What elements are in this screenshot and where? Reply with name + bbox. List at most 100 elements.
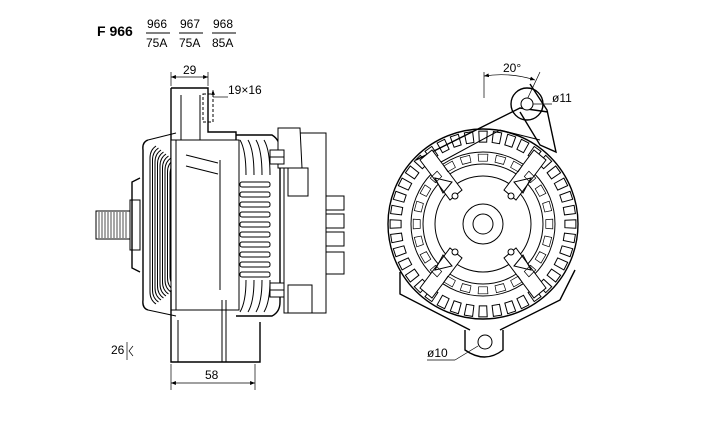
vent-slot bbox=[510, 160, 523, 173]
vent-slot bbox=[459, 283, 472, 294]
cooling-fin bbox=[516, 294, 530, 310]
variant-code: 968 bbox=[213, 17, 233, 31]
fan-fin bbox=[149, 145, 157, 305]
rear-housing bbox=[236, 134, 281, 317]
side-view: 29 19×16 58 26 bbox=[95, 63, 345, 390]
housing-slot bbox=[239, 271, 271, 278]
vent-slot bbox=[523, 170, 537, 184]
cooling-fin bbox=[553, 177, 569, 191]
cooling-fin bbox=[392, 245, 407, 258]
cooling-fin bbox=[546, 268, 562, 283]
cooling-fin bbox=[564, 219, 577, 229]
bottom-mounting-lug bbox=[170, 290, 261, 363]
bottom-mounting-ear: ø10 bbox=[427, 330, 504, 361]
cooling-fin bbox=[562, 204, 576, 216]
cooling-fin bbox=[559, 190, 574, 203]
rear-fin bbox=[263, 139, 271, 176]
shaft-hub bbox=[462, 203, 504, 245]
vent-slot bbox=[477, 153, 489, 162]
dimension-label: 26 bbox=[111, 343, 125, 357]
housing-slot bbox=[239, 201, 271, 208]
rear-fin bbox=[247, 279, 255, 313]
dimension-label: 20° bbox=[503, 61, 521, 75]
cooling-fin bbox=[463, 303, 475, 317]
dimension-label: 19×16 bbox=[228, 83, 262, 97]
vent-slot bbox=[534, 184, 547, 197]
cooling-fin bbox=[397, 257, 413, 271]
vent-slot bbox=[443, 160, 456, 173]
front-view: 20° bbox=[387, 61, 579, 361]
vent-slot bbox=[542, 235, 553, 248]
housing-slot bbox=[239, 231, 271, 238]
vent-slot bbox=[413, 235, 424, 248]
dimension-top-width: 29 bbox=[170, 63, 209, 86]
fan-fin bbox=[157, 151, 164, 299]
inner-ring bbox=[434, 175, 532, 273]
cooling-fin bbox=[546, 165, 562, 180]
housing-slot bbox=[239, 181, 271, 188]
vent-slot bbox=[494, 154, 507, 165]
cross-ribs bbox=[419, 149, 547, 299]
vent-slot bbox=[534, 251, 547, 264]
cooling-fin bbox=[491, 131, 503, 145]
housing-slot bbox=[239, 261, 271, 268]
regulator-box bbox=[269, 127, 345, 314]
rear-fin bbox=[255, 139, 263, 176]
fan-fin bbox=[154, 149, 162, 301]
vent-slot bbox=[545, 218, 554, 230]
variant-current: 75A bbox=[179, 36, 200, 50]
inner-ring bbox=[410, 151, 556, 297]
fan-fin bbox=[162, 155, 169, 295]
top-mounting-ear: ø11 bbox=[510, 87, 572, 121]
rear-fin bbox=[239, 279, 247, 313]
rear-fin bbox=[239, 139, 247, 176]
cooling-fin bbox=[389, 219, 402, 229]
stator-body bbox=[170, 139, 240, 311]
terminal-nut bbox=[269, 282, 285, 298]
cooling-fin bbox=[463, 131, 475, 145]
cooling-fin bbox=[404, 165, 420, 180]
dimension-bottom-width: 58 bbox=[170, 364, 256, 390]
cooling-fin bbox=[392, 190, 407, 203]
ventilation-slots bbox=[412, 153, 554, 295]
cooling-fin bbox=[449, 133, 462, 148]
vent-slot bbox=[477, 286, 489, 295]
cooling-fin bbox=[559, 245, 574, 258]
model-header: F 966 966 967 968 75A 75A 85A bbox=[97, 17, 236, 50]
housing-outline bbox=[387, 128, 579, 320]
housing-slot bbox=[239, 221, 271, 228]
rear-fin bbox=[255, 279, 263, 313]
cooling-fin bbox=[397, 177, 413, 191]
vent-slot bbox=[494, 283, 507, 294]
dimension-label: 29 bbox=[183, 63, 197, 77]
rear-fin bbox=[263, 279, 271, 313]
variant-code: 967 bbox=[180, 17, 200, 31]
vent-slot bbox=[542, 200, 553, 213]
cooling-fin bbox=[478, 305, 488, 318]
fan-fin bbox=[152, 147, 159, 303]
hole-label: ø11 bbox=[552, 91, 572, 105]
dimension-label: 58 bbox=[205, 368, 219, 382]
vent-slot bbox=[419, 184, 432, 197]
housing-slot bbox=[239, 211, 271, 218]
cooling-fin bbox=[404, 268, 420, 283]
cooling-fin bbox=[436, 294, 450, 310]
cooling-fin bbox=[562, 232, 576, 244]
housing-slot bbox=[239, 241, 271, 248]
cooling-fin bbox=[390, 204, 404, 216]
vent-slot bbox=[523, 264, 537, 278]
vent-slot bbox=[510, 275, 523, 288]
hole-label: ø10 bbox=[427, 346, 448, 360]
vent-slot bbox=[429, 170, 443, 184]
vent-slot bbox=[419, 251, 432, 264]
cooling-fin bbox=[449, 300, 462, 315]
vent-slot bbox=[412, 218, 421, 230]
cooling-fin bbox=[390, 232, 404, 244]
pulley-shaft bbox=[95, 199, 141, 251]
variant-current: 85A bbox=[212, 36, 233, 50]
fan-fin bbox=[159, 153, 167, 297]
vent-slot bbox=[443, 275, 456, 288]
vent-slot bbox=[429, 264, 443, 278]
cooling-fin bbox=[478, 130, 488, 143]
